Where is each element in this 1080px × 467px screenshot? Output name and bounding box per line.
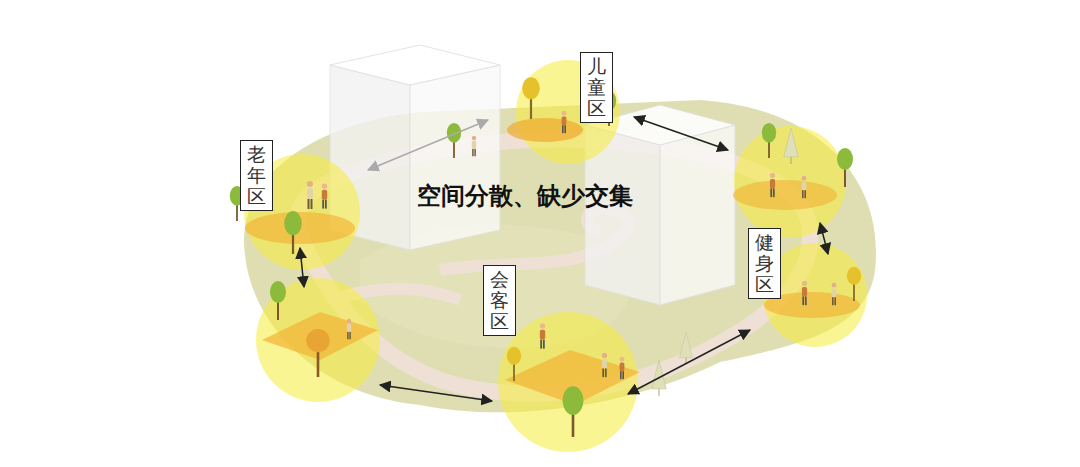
double-arrow xyxy=(380,385,492,401)
zone-name: 儿童区 xyxy=(587,56,606,119)
zone-name: 会客区 xyxy=(490,269,509,332)
zone-label: 健身区 xyxy=(748,228,781,299)
pine-tree xyxy=(680,332,693,364)
title: 空间分散、缺少交集 xyxy=(417,180,633,212)
building xyxy=(660,125,735,305)
zone-meeting xyxy=(498,312,666,452)
zone-label: 老年区 xyxy=(240,140,273,211)
zone-health xyxy=(733,123,853,238)
double-arrow xyxy=(628,330,750,394)
zone-name: 健身区 xyxy=(755,232,774,295)
building-roof xyxy=(330,45,500,85)
zone-label: 儿童区 xyxy=(580,52,613,123)
gray-arrow xyxy=(368,120,488,170)
person xyxy=(472,136,476,157)
double-arrow xyxy=(634,117,728,150)
zone-lawn xyxy=(256,278,380,402)
double-arrow xyxy=(300,248,304,287)
double-arrow xyxy=(820,223,828,254)
zone-name: 老年区 xyxy=(247,144,266,207)
building xyxy=(410,65,500,250)
tree xyxy=(447,123,461,158)
zone-label: 会客区 xyxy=(483,265,516,336)
